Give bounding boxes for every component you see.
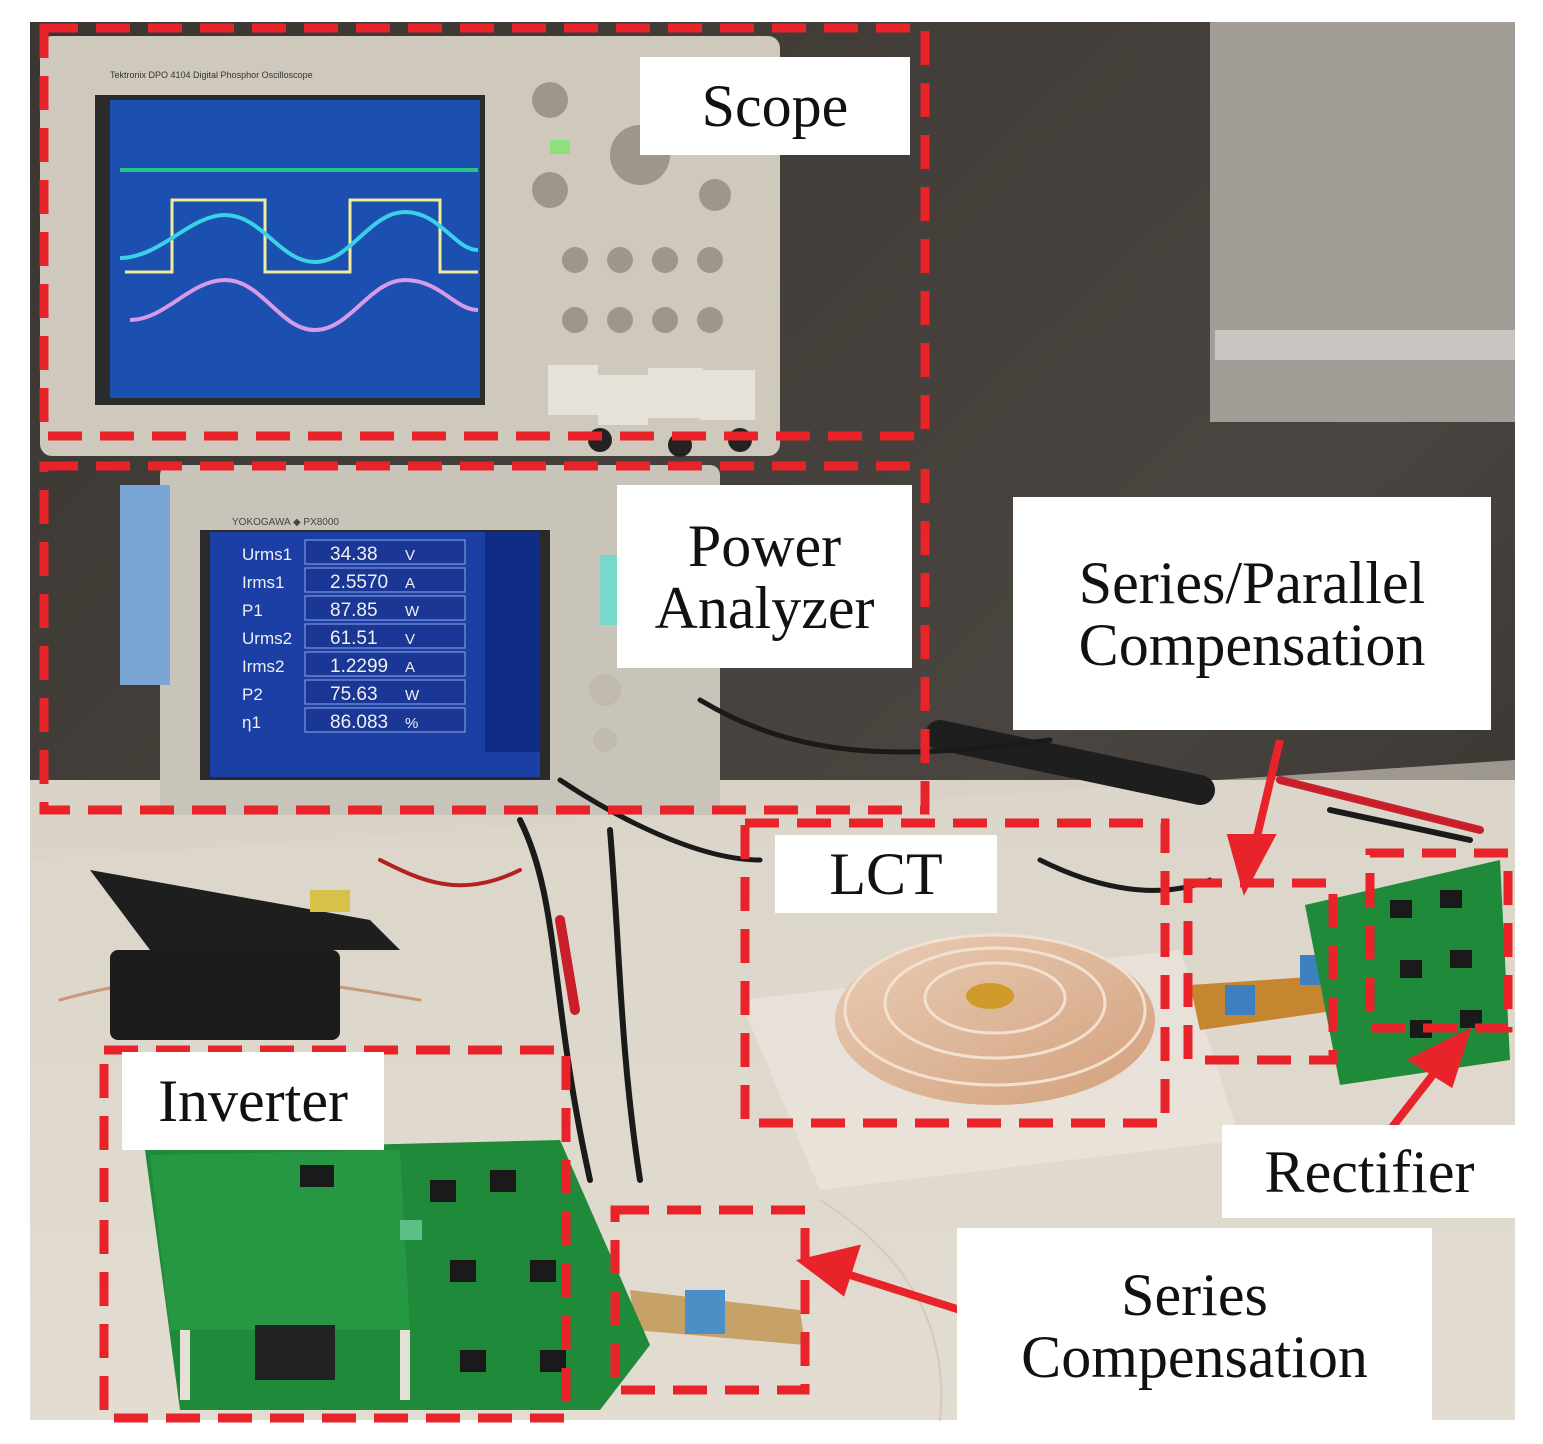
box-power-analyzer bbox=[39, 461, 930, 815]
reading-box bbox=[304, 567, 466, 593]
reading-value: 61.51 bbox=[330, 628, 378, 649]
reading-name: Urms2 bbox=[242, 629, 292, 648]
reading-box bbox=[304, 623, 466, 649]
reading-unit: V bbox=[405, 547, 415, 564]
reading-value: 1.2299 bbox=[330, 656, 388, 677]
reading-name: Urms1 bbox=[242, 545, 292, 564]
reading-box bbox=[304, 707, 466, 733]
label-series: Series Compensation bbox=[957, 1228, 1432, 1423]
lct-coil bbox=[740, 933, 1240, 1190]
box-lct bbox=[740, 818, 1170, 1128]
reading-unit: A bbox=[405, 659, 415, 676]
oscilloscope bbox=[40, 36, 780, 457]
box-series-parallel bbox=[1183, 878, 1338, 1065]
reading-unit: % bbox=[405, 715, 418, 732]
annotation-arrows bbox=[795, 739, 1472, 1314]
label-series-parallel: Series/Parallel Compensation bbox=[1013, 497, 1491, 730]
reading-unit: V bbox=[405, 631, 415, 648]
arrow-rectifier bbox=[1386, 1069, 1439, 1133]
analyzer-brand: YOKOGAWA ◆ PX8000 bbox=[232, 517, 339, 528]
reading-unit: A bbox=[405, 575, 415, 592]
reading-value: 34.38 bbox=[330, 544, 378, 565]
interface-box bbox=[110, 950, 340, 1040]
reading-unit: W bbox=[405, 687, 420, 704]
reading-box bbox=[304, 539, 466, 565]
reading-name: P1 bbox=[242, 601, 263, 620]
reading-value: 75.63 bbox=[330, 684, 378, 705]
reading-name: P2 bbox=[242, 685, 263, 704]
reading-value: 87.85 bbox=[330, 600, 378, 621]
label-power-analyzer: Power Analyzer bbox=[617, 485, 912, 668]
reading-value: 86.083 bbox=[330, 712, 388, 733]
probes bbox=[58, 697, 1484, 1421]
reading-box bbox=[304, 651, 466, 677]
reading-name: Irms1 bbox=[242, 573, 285, 592]
box-inverter bbox=[99, 1045, 571, 1423]
scope-screen bbox=[110, 100, 480, 398]
reading-unit: W bbox=[405, 603, 420, 620]
box-rectifier bbox=[1365, 848, 1513, 1033]
box-series bbox=[610, 1205, 810, 1395]
reading-name: η1 bbox=[242, 713, 261, 732]
reading-box bbox=[304, 679, 466, 705]
arrow-series-parallel bbox=[1251, 739, 1284, 846]
annotation-boxes bbox=[39, 23, 1513, 1423]
cabinet bbox=[1210, 22, 1515, 422]
reading-name: Irms2 bbox=[242, 657, 285, 676]
scope-brand: Tektronix DPO 4104 Digital Phosphor Osci… bbox=[110, 70, 313, 80]
reading-box bbox=[304, 595, 466, 621]
inverter-pcb bbox=[145, 1140, 650, 1410]
reading-value: 2.5570 bbox=[330, 572, 388, 593]
arrow-series bbox=[848, 1271, 962, 1314]
label-scope: Scope bbox=[640, 57, 910, 155]
label-lct: LCT bbox=[775, 835, 997, 913]
label-rectifier: Rectifier bbox=[1222, 1125, 1517, 1218]
label-inverter: Inverter bbox=[122, 1052, 384, 1150]
box-scope bbox=[39, 23, 930, 441]
